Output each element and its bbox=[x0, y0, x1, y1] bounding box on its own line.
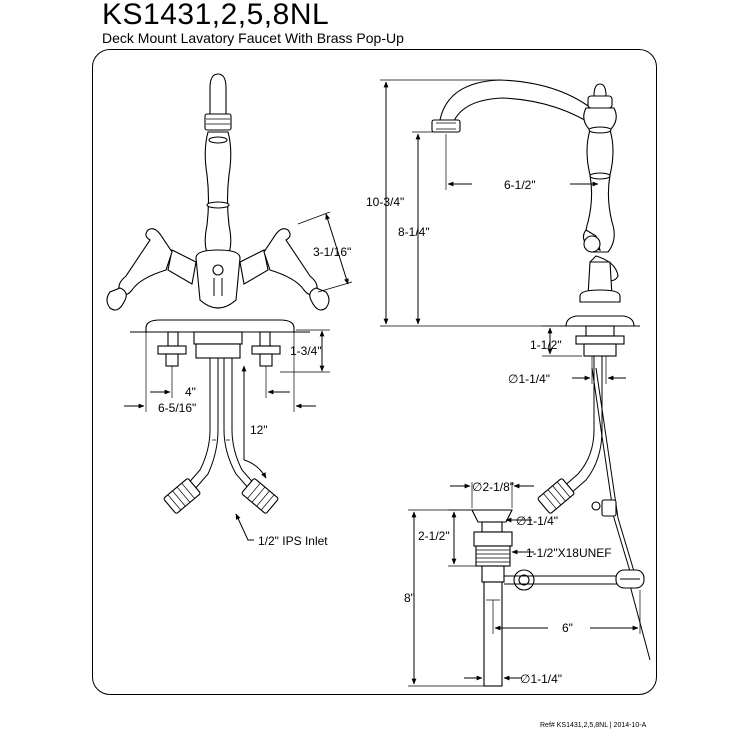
dim-deck-thickness: 1-3/4" bbox=[290, 344, 322, 358]
dim-thread-length: 2-1/2" bbox=[418, 529, 450, 543]
dim-center-spacing: 4" bbox=[185, 385, 196, 399]
dim-base-width: 6-5/16" bbox=[158, 401, 196, 415]
front-view bbox=[106, 73, 330, 514]
dim-flange-diameter: ∅2-1/8" bbox=[472, 480, 514, 494]
dim-tailpiece-diameter: ∅1-1/4" bbox=[520, 672, 562, 686]
product-subtitle: Deck Mount Lavatory Faucet With Brass Po… bbox=[102, 30, 404, 46]
reference-number: Ref# KS1431,2,5,8NL | 2014-10-A bbox=[540, 722, 647, 729]
product-title: KS1431,2,5,8NL bbox=[102, 0, 330, 31]
dim-overall-height: 10-3/4" bbox=[366, 195, 404, 209]
dim-shank-length: 1-1/2" bbox=[530, 338, 562, 352]
side-view bbox=[431, 79, 651, 687]
dim-body-diameter: ∅1-1/4" bbox=[516, 514, 558, 528]
dim-thread: 1-1/2"X18UNEF bbox=[526, 546, 612, 560]
dim-supply-length: 12" bbox=[250, 423, 268, 437]
dim-inlet: 1/2" IPS Inlet bbox=[258, 534, 328, 548]
dim-shank-diameter: ∅1-1/4" bbox=[508, 372, 550, 386]
front-dimensions: 3-1/16" 1-3/4" 4" 6-5/16" 12" 1/2" IPS I… bbox=[124, 211, 353, 548]
drawing-frame bbox=[92, 49, 657, 695]
side-dimensions: 10-3/4" 8-1/4" 6-1/2" 1-1/2" ∅1-1/4" ∅2-… bbox=[366, 79, 641, 687]
dim-lift-rod: 6" bbox=[562, 621, 573, 635]
dim-spout-height: 8-1/4" bbox=[398, 225, 430, 239]
dim-spout-reach: 6-1/2" bbox=[504, 178, 536, 192]
dim-drain-height: 8" bbox=[404, 591, 415, 605]
dim-handle-height: 3-1/16" bbox=[313, 245, 351, 259]
